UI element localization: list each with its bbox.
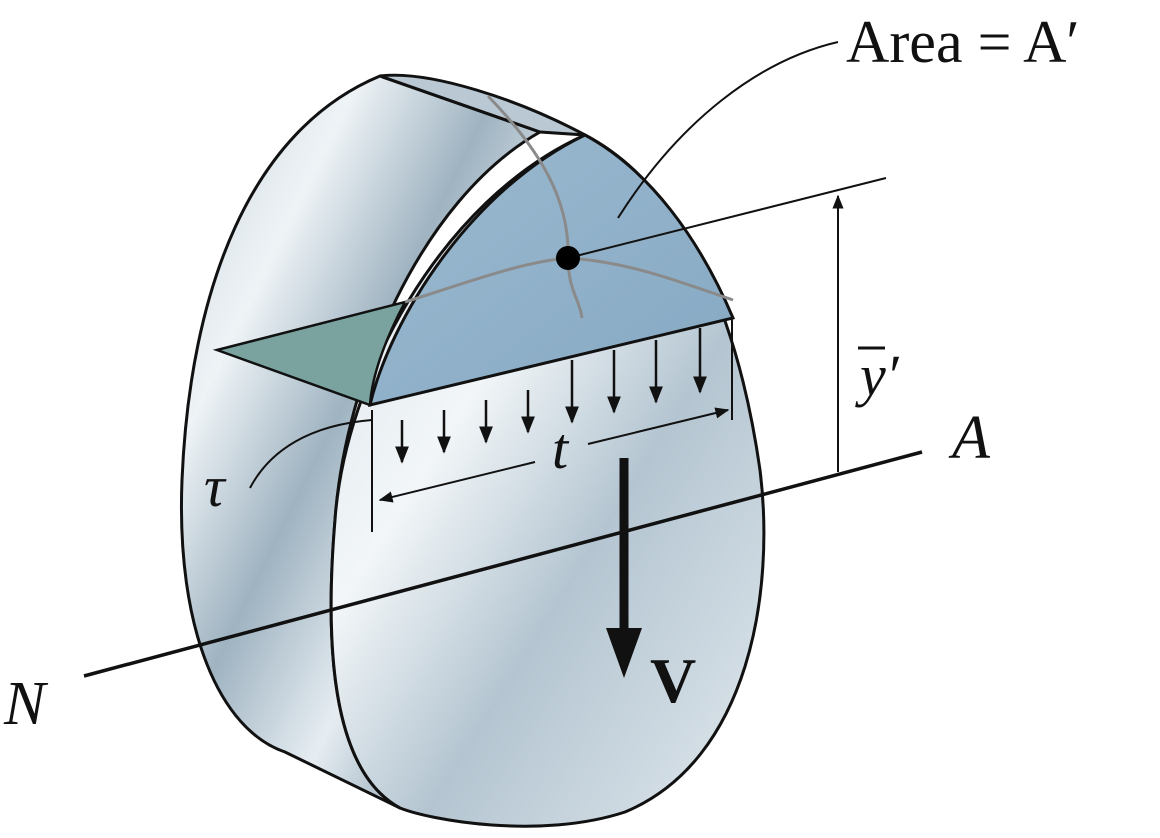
centroid-point xyxy=(556,246,580,270)
shear-force-head xyxy=(606,628,642,678)
axis-label-n: N xyxy=(3,670,49,738)
area-leader-line xyxy=(617,41,839,219)
shear-stress-arrows xyxy=(395,328,707,464)
tau-leader-line xyxy=(249,419,373,489)
thickness-dimension-left xyxy=(378,461,536,503)
tau-label: τ xyxy=(204,454,227,519)
thickness-label: t xyxy=(552,416,570,481)
centroid-reference-line xyxy=(567,177,887,259)
thickness-dimension-right xyxy=(587,407,730,445)
solid-top-rim xyxy=(379,73,586,137)
shear-force-label: V xyxy=(650,645,696,716)
cut-plane-side xyxy=(212,300,408,407)
area-label: Area = A′ xyxy=(846,9,1080,75)
centroid-guide-vertical xyxy=(486,94,584,319)
ybar-label: y′ xyxy=(855,343,900,408)
neutral-axis-line xyxy=(83,450,923,678)
axis-label-a: A xyxy=(948,404,991,472)
